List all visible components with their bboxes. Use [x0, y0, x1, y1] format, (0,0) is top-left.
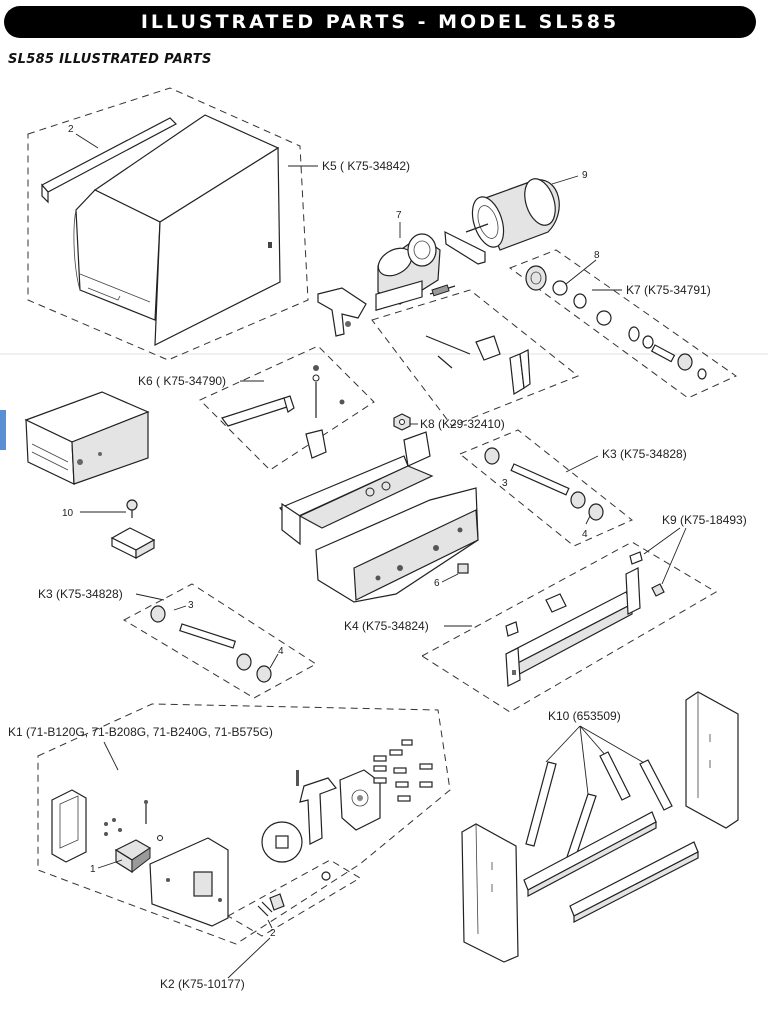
k10-callout: K10 (653509) — [548, 709, 621, 723]
k10-upright-left — [461, 823, 519, 963]
k1-mount-plate — [149, 837, 229, 927]
k2-leader — [227, 937, 271, 979]
k7-callout: K7 (K75-34791) — [626, 283, 711, 297]
cover-box-side — [154, 146, 281, 346]
item-number-2-top: 2 — [68, 124, 74, 135]
k1-small-screws — [104, 818, 163, 841]
item-number-6: 6 — [434, 578, 440, 589]
k7-dashed-boundary — [508, 249, 738, 399]
k10-leg-set — [461, 691, 739, 963]
k1-callout: K1 (71-B120G, 71-B208G, 71-B240G, 71-B57… — [8, 725, 273, 739]
item-number-7: 7 — [396, 210, 402, 221]
cover-screw-hole — [268, 242, 272, 248]
page-edge-tab — [0, 410, 6, 450]
k9-base-dashed-boundary — [421, 541, 717, 713]
center-dashed-boundary — [371, 289, 579, 427]
k10-leader-d — [579, 725, 647, 765]
k9-block-part — [651, 583, 665, 597]
k9-leader-b — [661, 527, 687, 585]
k10-leader-b — [579, 725, 589, 795]
k9-callout: K9 (K75-18493) — [662, 513, 747, 527]
n2-top-leader — [75, 133, 99, 149]
k3-left-callout: K3 (K75-34828) — [38, 587, 123, 601]
k9-leader-a — [643, 527, 681, 555]
knob-part — [126, 499, 138, 511]
control-box-part — [0, 391, 150, 485]
k10-upright-right — [685, 691, 739, 829]
k2-dashed-boundary — [226, 859, 361, 937]
k10-leader-c — [579, 725, 607, 757]
k3-right-callout: K3 (K75-34828) — [602, 447, 687, 461]
item-number-1: 1 — [90, 864, 96, 875]
base-plate-part — [505, 567, 641, 687]
k4-callout: K4 (K75-34824) — [344, 619, 429, 633]
gearbox-mount-bracket — [317, 287, 367, 337]
k3-left-group — [122, 583, 317, 699]
k9-clip-part — [629, 551, 643, 565]
k7-sprocket-group — [508, 249, 738, 399]
n6-leader — [441, 573, 459, 583]
banner-title: ILLUSTRATED PARTS - MODEL SL585 — [140, 11, 620, 33]
k4-frame-group — [279, 431, 479, 603]
k5-cover-group — [27, 87, 309, 361]
k3-left-leader — [135, 593, 165, 601]
item-number-10: 10 — [62, 508, 74, 519]
item-number-4-left: 4 — [278, 646, 284, 657]
k1-hardware-set — [373, 739, 433, 802]
k3-right-group — [459, 429, 633, 547]
k3-right-dashed-boundary — [459, 429, 633, 547]
motor-bracket — [444, 230, 486, 265]
k2-callout: K2 (K75-10177) — [160, 977, 245, 991]
item-number-2-bottom: 2 — [270, 928, 276, 939]
k6-limit-group — [199, 345, 375, 471]
k6-callout: K6 ( K75-34790) — [138, 374, 226, 388]
k1-lever-bracket — [299, 777, 337, 845]
k8-callout: K8 (K29-32410) — [420, 417, 505, 431]
k3-right-leader — [565, 455, 599, 473]
k5-callout: K5 ( K75-34842) — [322, 159, 410, 173]
n8-leader — [565, 259, 597, 285]
k10-leader-a — [545, 725, 581, 763]
gearbox-part — [375, 233, 456, 311]
k1-shroud-part — [51, 789, 87, 863]
item-number-9: 9 — [582, 170, 588, 181]
k1-leader — [103, 741, 119, 771]
k6-dashed-boundary — [199, 345, 375, 471]
item-number-8: 8 — [594, 250, 600, 261]
item-number-3-right: 3 — [502, 478, 508, 489]
item-number-4-right: 4 — [582, 529, 588, 540]
n9-leader — [551, 175, 579, 185]
motor-part — [444, 178, 560, 265]
k2-block-part — [269, 893, 285, 911]
k5-dashed-boundary — [27, 87, 309, 361]
cover-box-front — [75, 189, 161, 321]
k3-left-dashed-boundary — [122, 583, 317, 699]
k1-dashed-boundary — [37, 703, 451, 945]
title-banner: ILLUSTRATED PARTS - MODEL SL585 — [4, 6, 756, 38]
part-6 — [457, 563, 469, 574]
page-subtitle: SL585 ILLUSTRATED PARTS — [8, 52, 212, 67]
item-number-3-left: 3 — [188, 600, 194, 611]
